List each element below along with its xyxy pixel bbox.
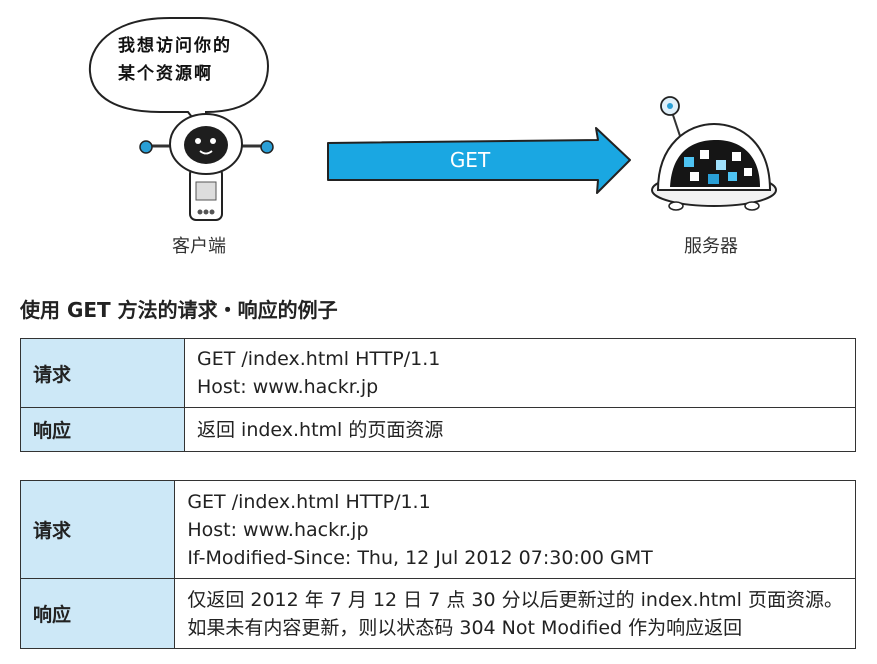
get-arrow [327, 127, 631, 194]
row-content: 返回 index.html 的页面资源 [184, 407, 856, 452]
table-row: 响应 返回 index.html 的页面资源 [20, 407, 856, 452]
content-line: 如果未有内容更新，则以状态码 304 Not Modified 作为响应返回 [187, 616, 743, 639]
illustration [88, 17, 777, 221]
content-line: Host: www.hackr.jp [187, 518, 369, 541]
row-header: 请求 [19, 480, 176, 579]
arrow-label: GET [449, 148, 491, 172]
speech-bubble-text: 我想访问你的 某个资源啊 [118, 32, 268, 88]
content-line: If-Modified-Since: Thu, 12 Jul 2012 07:3… [187, 546, 653, 569]
section-title: 使用 GET 方法的请求・响应的例子 [20, 298, 338, 322]
table-row: 请求 GET /index.html HTTP/1.1 Host: www.ha… [19, 480, 856, 579]
row-content: GET /index.html HTTP/1.1 Host: www.hackr… [174, 480, 856, 579]
example-table-1: 请求 GET /index.html HTTP/1.1 Host: www.ha… [20, 338, 856, 452]
table-row: 请求 GET /index.html HTTP/1.1 Host: www.ha… [20, 338, 856, 408]
speech-bubble-line: 某个资源啊 [118, 64, 213, 84]
table-row: 响应 仅返回 2012 年 7 月 12 日 7 点 30 分以后更新过的 in… [19, 578, 856, 649]
server-robot-icon [651, 96, 777, 211]
server-label: 服务器 [684, 236, 738, 257]
client-robot-icon [139, 113, 274, 221]
row-header: 请求 [20, 338, 185, 408]
content-line: Host: www.hackr.jp [197, 376, 379, 398]
content-line: 仅返回 2012 年 7 月 12 日 7 点 30 分以后更新过的 index… [187, 588, 843, 611]
content-line: GET /index.html HTTP/1.1 [197, 348, 441, 370]
row-content: GET /index.html HTTP/1.1 Host: www.hackr… [184, 338, 856, 408]
content-line: 返回 index.html 的页面资源 [197, 418, 444, 441]
speech-bubble-line: 我想访问你的 [118, 36, 232, 56]
row-header: 响应 [20, 407, 185, 452]
content-line: GET /index.html HTTP/1.1 [187, 490, 431, 513]
example-table-2: 请求 GET /index.html HTTP/1.1 Host: www.ha… [19, 480, 856, 649]
row-header: 响应 [19, 578, 176, 649]
row-content: 仅返回 2012 年 7 月 12 日 7 点 30 分以后更新过的 index… [174, 578, 856, 649]
client-label: 客户端 [172, 236, 226, 257]
